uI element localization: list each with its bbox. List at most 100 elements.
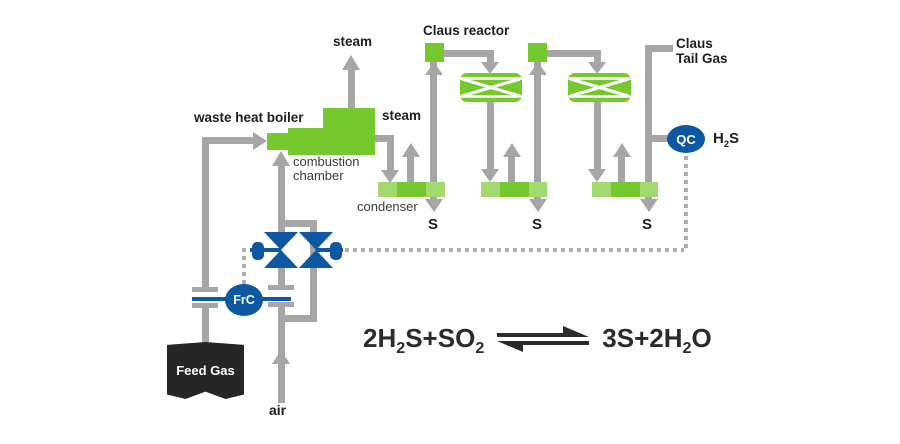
h2s-h: H [713, 130, 724, 147]
reactor-1-inlet-square [425, 43, 444, 62]
arrow-into-condenser3-icon [588, 169, 606, 182]
boiler-outlet-pipe-v [387, 135, 394, 172]
bypass-pipe-top [281, 220, 314, 227]
condenser-2-steam-pipe [508, 157, 515, 182]
control-valve-left-icon [264, 232, 298, 268]
equation-rhs: 3S+2H2O [602, 323, 712, 358]
condenser-1-steam-pipe [407, 157, 414, 182]
condenser-2-mid [500, 182, 529, 197]
condenser-1-steam-arrow-icon [402, 143, 420, 157]
sulfur-1-arrow-icon [425, 199, 443, 212]
eq-lhs-p1: 2H [363, 323, 397, 353]
waste-heat-boiler-label: waste heat boiler [194, 110, 304, 125]
air-pipe-upper [278, 164, 285, 232]
boiler-steam-pipe [348, 70, 355, 108]
claus-tail-gas-line2: Tail Gas [676, 51, 728, 66]
valve-right-stem [316, 248, 343, 252]
qc-analyzer: QC [667, 125, 705, 153]
steam-label-boiler: steam [333, 34, 373, 49]
steam-label-condensers: steam [382, 108, 422, 123]
air-arrow-up-icon [272, 350, 290, 364]
air-label: air [269, 402, 287, 418]
waste-heat-boiler-block [323, 108, 375, 155]
arrow-into-combustion-icon [272, 151, 290, 166]
condenser-1 [378, 182, 445, 197]
arrow-into-condenser1-icon [381, 170, 399, 183]
condenser-2-end [528, 182, 547, 197]
combustion-chamber-label: combustion chamber [293, 155, 359, 182]
feed-gas-pipe-upper [202, 137, 209, 287]
condenser-3 [592, 182, 658, 197]
qc-label: QC [676, 131, 696, 147]
reactor2-outlet-pipe [594, 102, 601, 170]
valve-left-stem [250, 248, 281, 252]
arrow-into-square-2-icon [529, 62, 547, 75]
claus-reactor-1-icon [460, 73, 522, 102]
feed-orifice-flange-bottom [192, 303, 218, 308]
condenser-2 [481, 182, 547, 197]
qc-stub-pipe [650, 135, 668, 142]
condenser-3-steam-pipe [618, 157, 625, 182]
h2s-s: S [729, 130, 740, 147]
sulfur-1-label: S [428, 216, 439, 233]
condenser-1-mid [397, 182, 427, 197]
eq-lhs-s2: 2 [475, 339, 485, 358]
arrow-into-boiler-icon [253, 132, 267, 150]
tail-gas-pipe-vertical [645, 45, 652, 200]
eq-rhs-p2: O [691, 323, 712, 353]
valve-right-actuator-icon [330, 242, 342, 260]
claus-reactor-2-icon [568, 73, 631, 102]
reaction-equation: 2H2S+SO2 3S+2H2O [363, 323, 712, 358]
tail-gas-pipe-stub [645, 45, 673, 52]
square2-to-reactor2-pipe-v [594, 50, 601, 63]
qc-signal-line-horizontal [345, 248, 684, 252]
arrow-into-square-1-icon [425, 62, 443, 75]
condenser-label: condenser [357, 199, 418, 214]
arrow-into-reactor2-icon [588, 62, 606, 74]
equation-lhs: 2H2S+SO2 [363, 323, 485, 358]
frc-signal-line [242, 248, 246, 284]
h2s-label: H2S [713, 130, 740, 149]
reactor-2-inlet-square [528, 43, 547, 62]
condenser-3-steam-arrow-icon [613, 143, 631, 157]
condenser-3-mid [611, 182, 640, 197]
eq-rhs-p1: 3S+2H [602, 323, 683, 353]
air-orifice-flange-top [268, 285, 294, 290]
feed-gas-pipe-lower [202, 308, 209, 344]
boiler-inlet-block [267, 133, 288, 150]
frc-controller: FrC [225, 284, 263, 316]
bypass-pipe-bottom [280, 315, 317, 322]
condenser-2-steam-arrow-icon [503, 143, 521, 157]
condenser-3-end [592, 182, 612, 197]
h2s-sub: 2 [723, 139, 730, 149]
feed-gas-pipe-horizontal [202, 137, 254, 144]
air-orifice-flange-bottom [268, 302, 294, 307]
boiler-outlet-pipe-h [375, 135, 394, 142]
qc-signal-line-vertical [684, 156, 688, 248]
square2-to-reactor2-pipe-h [547, 50, 598, 57]
arrow-into-reactor1-icon [481, 62, 499, 74]
arrow-into-condenser2-icon [481, 169, 499, 182]
sulfur-3-arrow-icon [640, 199, 658, 212]
feed-gas-label: Feed Gas [176, 363, 235, 378]
combustion-line1: combustion [293, 154, 360, 169]
square1-to-reactor1-pipe-h [443, 50, 491, 57]
feed-orifice-flange-top [192, 287, 218, 292]
condenser-3-end [639, 182, 658, 197]
valve-left-actuator-icon [252, 242, 264, 260]
claus-tail-gas-label: Claus Tail Gas [676, 36, 728, 66]
bypass-pipe-right [310, 220, 317, 319]
eq-lhs-p2: S+SO [405, 323, 476, 353]
eq-rhs-s1: 2 [682, 339, 692, 358]
claus-tail-gas-line1: Claus [676, 36, 713, 51]
feed-gas-banner: Feed Gas [167, 342, 244, 399]
combustion-chamber-block [288, 128, 323, 155]
sulfur-3-label: S [642, 216, 653, 233]
condenser-2-riser-drain-pipe [534, 62, 541, 200]
control-valve-right-icon [299, 232, 333, 268]
air-pipe-mid [278, 268, 285, 285]
condenser-1-riser-drain-pipe [430, 62, 437, 200]
condenser-2-end [481, 182, 501, 197]
equilibrium-arrows-icon [497, 325, 590, 352]
